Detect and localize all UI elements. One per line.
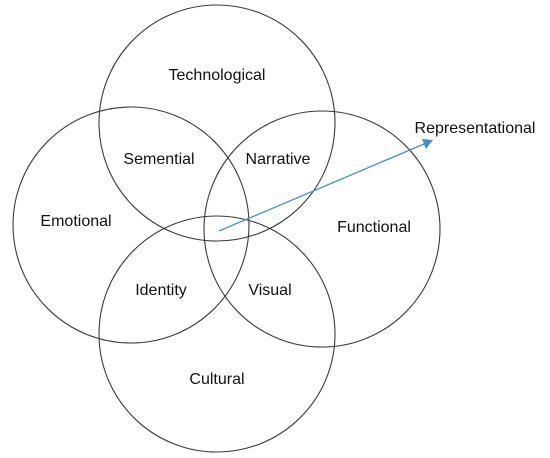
label-visual: Visual: [248, 282, 291, 299]
label-cultural: Cultural: [189, 371, 244, 388]
label-representational: Representational: [415, 120, 536, 137]
representational-arrow-head: [422, 139, 433, 149]
circle-technological: [98, 4, 336, 242]
representational-arrow-line: [218, 143, 425, 232]
label-identity: Identity: [135, 282, 187, 299]
label-narrative: Narrative: [246, 151, 311, 168]
circle-emotional: [12, 106, 250, 344]
label-functional: Functional: [337, 219, 411, 236]
label-technological: Technological: [169, 67, 266, 84]
circle-functional: [203, 110, 441, 348]
label-semential: Semential: [123, 151, 194, 168]
circle-cultural: [98, 215, 336, 453]
label-emotional: Emotional: [40, 213, 111, 230]
